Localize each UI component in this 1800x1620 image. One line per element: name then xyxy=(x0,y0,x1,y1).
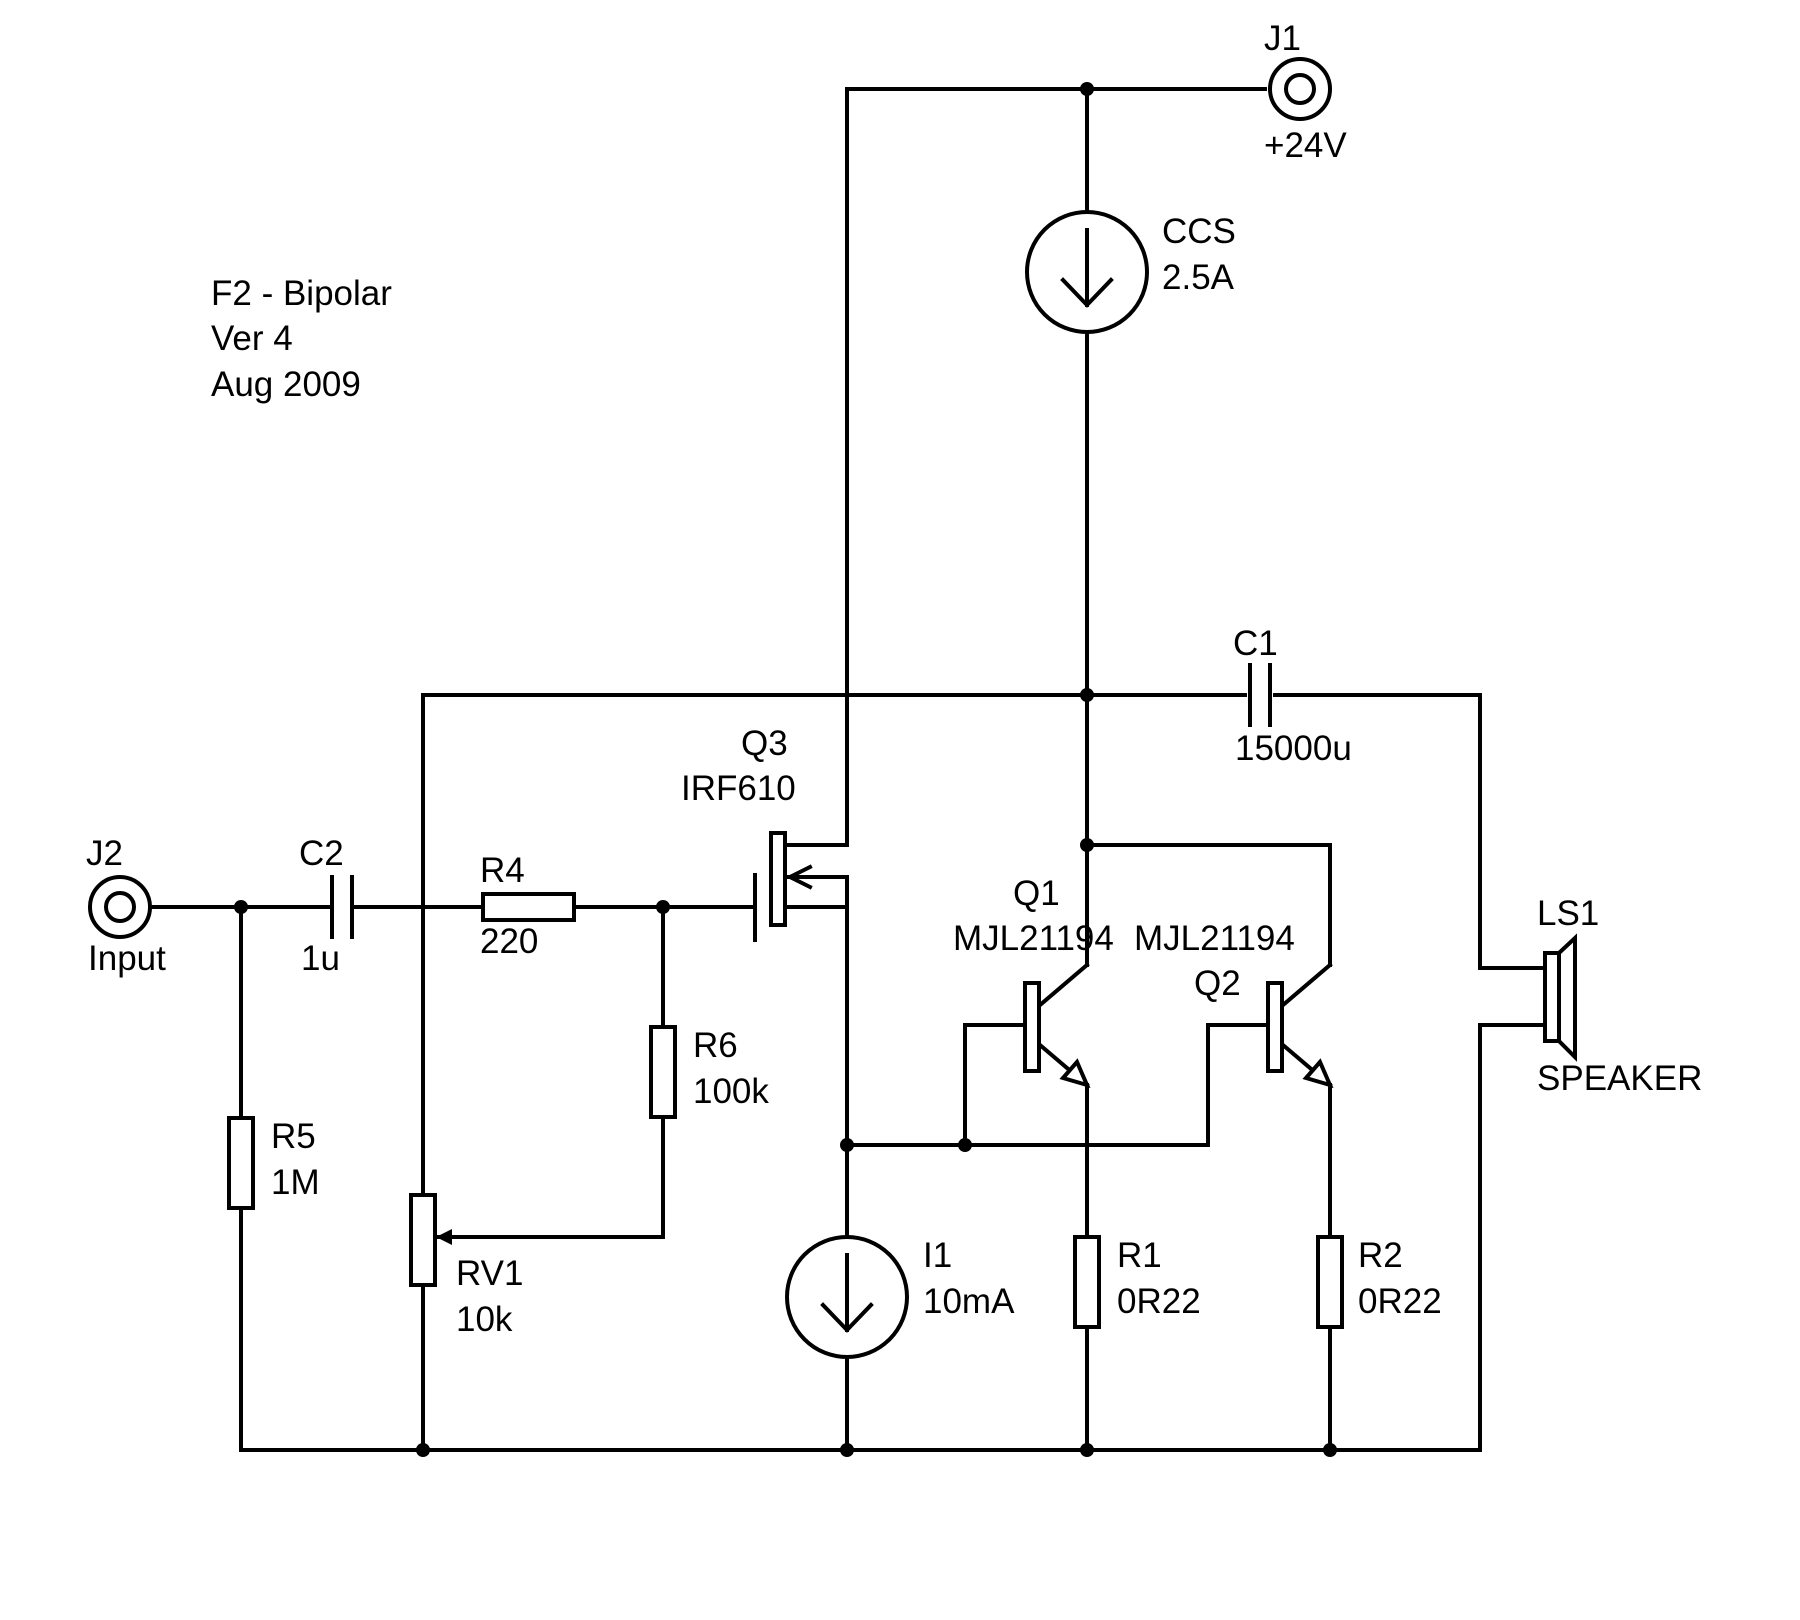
title-line-1: F2 - Bipolar xyxy=(211,274,392,313)
ccs-ref-label: CCS xyxy=(1162,212,1236,251)
r6-value-label: 100k xyxy=(693,1072,769,1111)
i1-value-label: 10mA xyxy=(923,1282,1015,1321)
ls1-value-label: SPEAKER xyxy=(1537,1059,1702,1098)
j1-ref-label: J1 xyxy=(1264,19,1301,58)
r5-resistor-symbol xyxy=(227,1116,255,1210)
junction-dots xyxy=(234,82,1337,1457)
i1-ref-label: I1 xyxy=(923,1236,952,1275)
title-line-2: Ver 4 xyxy=(211,319,293,358)
c2-ref-label: C2 xyxy=(299,834,344,873)
q2-ref-label: Q2 xyxy=(1194,964,1241,1003)
c2-capacitor-symbol xyxy=(330,875,354,939)
i1-current-source-symbol xyxy=(785,1235,909,1359)
title-line-3: Aug 2009 xyxy=(211,365,361,404)
r5-ref-label: R5 xyxy=(271,1117,316,1156)
rv1-ref-label: RV1 xyxy=(456,1254,523,1293)
j2-value-label: Input xyxy=(88,939,166,978)
r2-ref-label: R2 xyxy=(1358,1236,1403,1275)
ccs-current-source-symbol xyxy=(1025,210,1149,334)
r5-value-label: 1M xyxy=(271,1163,320,1202)
q2-transistor-symbol xyxy=(1266,981,1334,1089)
j1-connector-symbol xyxy=(1268,57,1332,121)
r1-ref-label: R1 xyxy=(1117,1236,1162,1275)
q3-value-label: IRF610 xyxy=(681,769,796,808)
r1-resistor-symbol xyxy=(1073,1235,1101,1329)
c1-value-label: 15000u xyxy=(1235,729,1352,768)
q2-value-label: MJL21194 xyxy=(1134,919,1295,958)
rv1-potentiometer-symbol xyxy=(409,1193,452,1287)
wires xyxy=(148,87,1547,1452)
c2-value-label: 1u xyxy=(301,939,340,978)
j1-value-label: +24V xyxy=(1264,126,1347,165)
j2-ref-label: J2 xyxy=(86,834,123,873)
r4-value-label: 220 xyxy=(480,922,538,961)
rv1-value-label: 10k xyxy=(456,1300,513,1339)
ls1-speaker-symbol xyxy=(1543,933,1577,1062)
q1-ref-label: Q1 xyxy=(1013,874,1060,913)
ccs-value-label: 2.5A xyxy=(1162,258,1235,297)
ls1-ref-label: LS1 xyxy=(1537,894,1599,933)
r4-ref-label: R4 xyxy=(480,851,525,890)
q3-ref-label: Q3 xyxy=(741,724,788,763)
j2-connector-symbol xyxy=(88,875,152,939)
c1-capacitor-symbol xyxy=(1248,663,1272,727)
r6-ref-label: R6 xyxy=(693,1026,738,1065)
q1-value-label: MJL21194 xyxy=(953,919,1114,958)
q1-transistor-symbol xyxy=(1023,981,1091,1089)
r2-value-label: 0R22 xyxy=(1358,1282,1442,1321)
r4-resistor-symbol xyxy=(481,892,576,922)
q3-mosfet-symbol xyxy=(753,831,849,942)
r1-value-label: 0R22 xyxy=(1117,1282,1201,1321)
r6-resistor-symbol xyxy=(649,1025,677,1119)
r2-resistor-symbol xyxy=(1316,1235,1344,1329)
c1-ref-label: C1 xyxy=(1233,624,1278,663)
